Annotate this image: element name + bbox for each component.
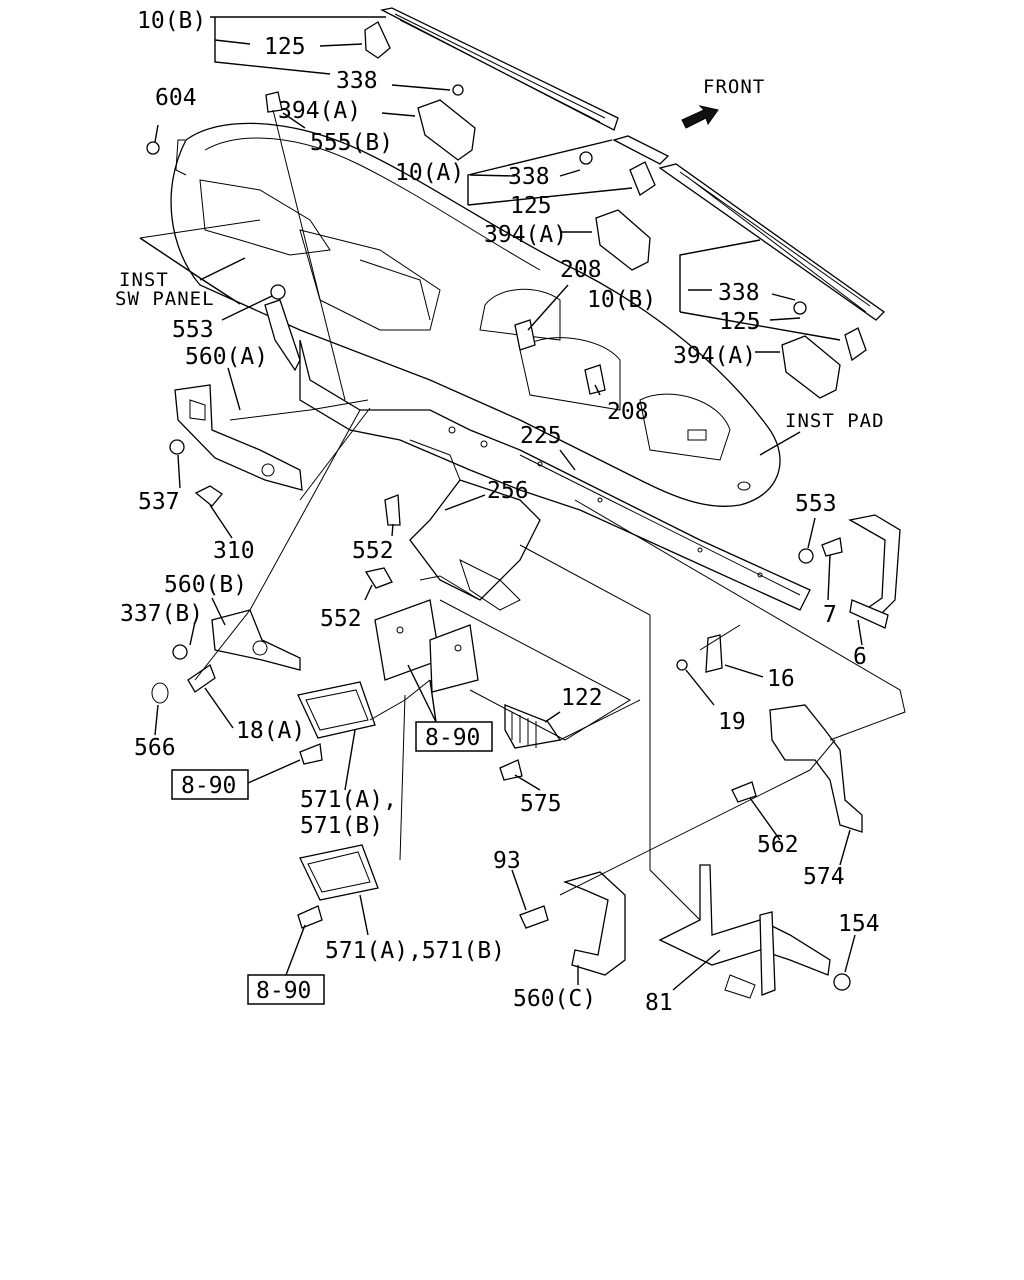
bracket-560c — [562, 871, 626, 976]
bracket-574 — [769, 704, 863, 833]
fasteners — [146, 84, 851, 991]
clip-125-mid — [629, 161, 656, 196]
clip-125-top — [364, 21, 391, 59]
bracket-6 — [848, 514, 901, 629]
label-552-a: 552 — [352, 538, 394, 564]
clip-125-right — [844, 327, 867, 362]
label-552-b: 552 — [320, 606, 362, 632]
bracket-394a-top — [417, 99, 476, 161]
label-122: 122 — [561, 685, 603, 711]
label-10b-top: 10(B) — [137, 8, 206, 34]
label-562: 562 — [757, 832, 799, 858]
callout-labels: 10(B) 125 338 394(A) 555(B) 604 FRONT 10… — [115, 8, 885, 1016]
label-537: 537 — [138, 489, 180, 515]
label-555b: 555(B) — [310, 130, 393, 156]
label-575: 575 — [520, 791, 562, 817]
label-10a: 10(A) — [395, 160, 464, 186]
label-571-2: 571(A),571(B) — [325, 938, 505, 964]
label-394a-mid: 394(A) — [484, 222, 567, 248]
bracket-81 — [658, 864, 831, 999]
label-338-right: 338 — [718, 280, 760, 306]
label-6: 6 — [853, 644, 867, 670]
label-394a-top: 394(A) — [278, 98, 361, 124]
label-560c: 560(C) — [513, 986, 596, 1012]
pocket-571-upper — [297, 681, 376, 739]
ref-box-8-90-left — [171, 769, 249, 800]
steering-support-beam — [299, 339, 811, 611]
center-bracket-256 — [374, 479, 541, 693]
clip-208-lower — [584, 364, 606, 395]
bracket-394a-mid — [595, 209, 651, 271]
bracket-560b — [211, 609, 301, 671]
label-inst-pad: INST PAD — [785, 410, 885, 432]
label-310: 310 — [213, 538, 255, 564]
ref-box-8-90-mid — [415, 721, 493, 752]
bracket-394a-right — [781, 335, 841, 399]
label-125-mid: 125 — [510, 193, 552, 219]
label-338-mid: 338 — [508, 164, 550, 190]
label-18a: 18(A) — [236, 718, 305, 744]
label-560a: 560(A) — [185, 344, 268, 370]
switch-panel-122 — [504, 704, 562, 749]
bracket-16 — [705, 634, 723, 673]
assembly-lines — [139, 109, 906, 921]
label-394a-right: 394(A) — [673, 343, 756, 369]
label-604: 604 — [155, 85, 197, 111]
defroster-garnish-strip — [380, 7, 886, 321]
label-208-mid: 208 — [607, 399, 649, 425]
label-front: FRONT — [703, 76, 765, 98]
ref-box-8-90-bottom — [247, 974, 325, 1005]
front-arrow-icon — [681, 105, 719, 129]
label-16: 16 — [767, 666, 795, 692]
label-566: 566 — [134, 735, 176, 761]
label-574: 574 — [803, 864, 845, 890]
label-225: 225 — [520, 423, 562, 449]
label-338-top: 338 — [336, 68, 378, 94]
bracket-560a — [174, 384, 303, 491]
label-553-right: 553 — [795, 491, 837, 517]
label-93: 93 — [493, 848, 521, 874]
label-81: 81 — [645, 990, 673, 1016]
label-337b: 337(B) — [120, 601, 203, 627]
label-8-90-bottom: 8-90 — [256, 978, 311, 1004]
label-7: 7 — [823, 602, 837, 628]
label-125-right: 125 — [719, 309, 761, 335]
instrument-panel-pad — [170, 122, 781, 507]
label-8-90-mid: 8-90 — [425, 725, 480, 751]
pocket-571-lower — [299, 844, 379, 901]
label-571-1a: 571(A), — [300, 787, 397, 813]
label-19: 19 — [718, 709, 746, 735]
label-10b-right: 10(B) — [587, 287, 656, 313]
label-571-1b: 571(B) — [300, 813, 383, 839]
leader-lines — [139, 16, 863, 991]
label-inst-sw-panel-1: INST — [119, 269, 169, 291]
label-inst-sw-panel-2: SW PANEL — [115, 288, 215, 310]
label-8-90-left: 8-90 — [181, 773, 236, 799]
label-154: 154 — [838, 911, 880, 937]
label-560b: 560(B) — [164, 572, 247, 598]
label-208-top: 208 — [560, 257, 602, 283]
label-256: 256 — [487, 478, 529, 504]
label-125-top: 125 — [264, 34, 306, 60]
bracket-upper-left — [264, 299, 301, 372]
label-553-left: 553 — [172, 317, 214, 343]
